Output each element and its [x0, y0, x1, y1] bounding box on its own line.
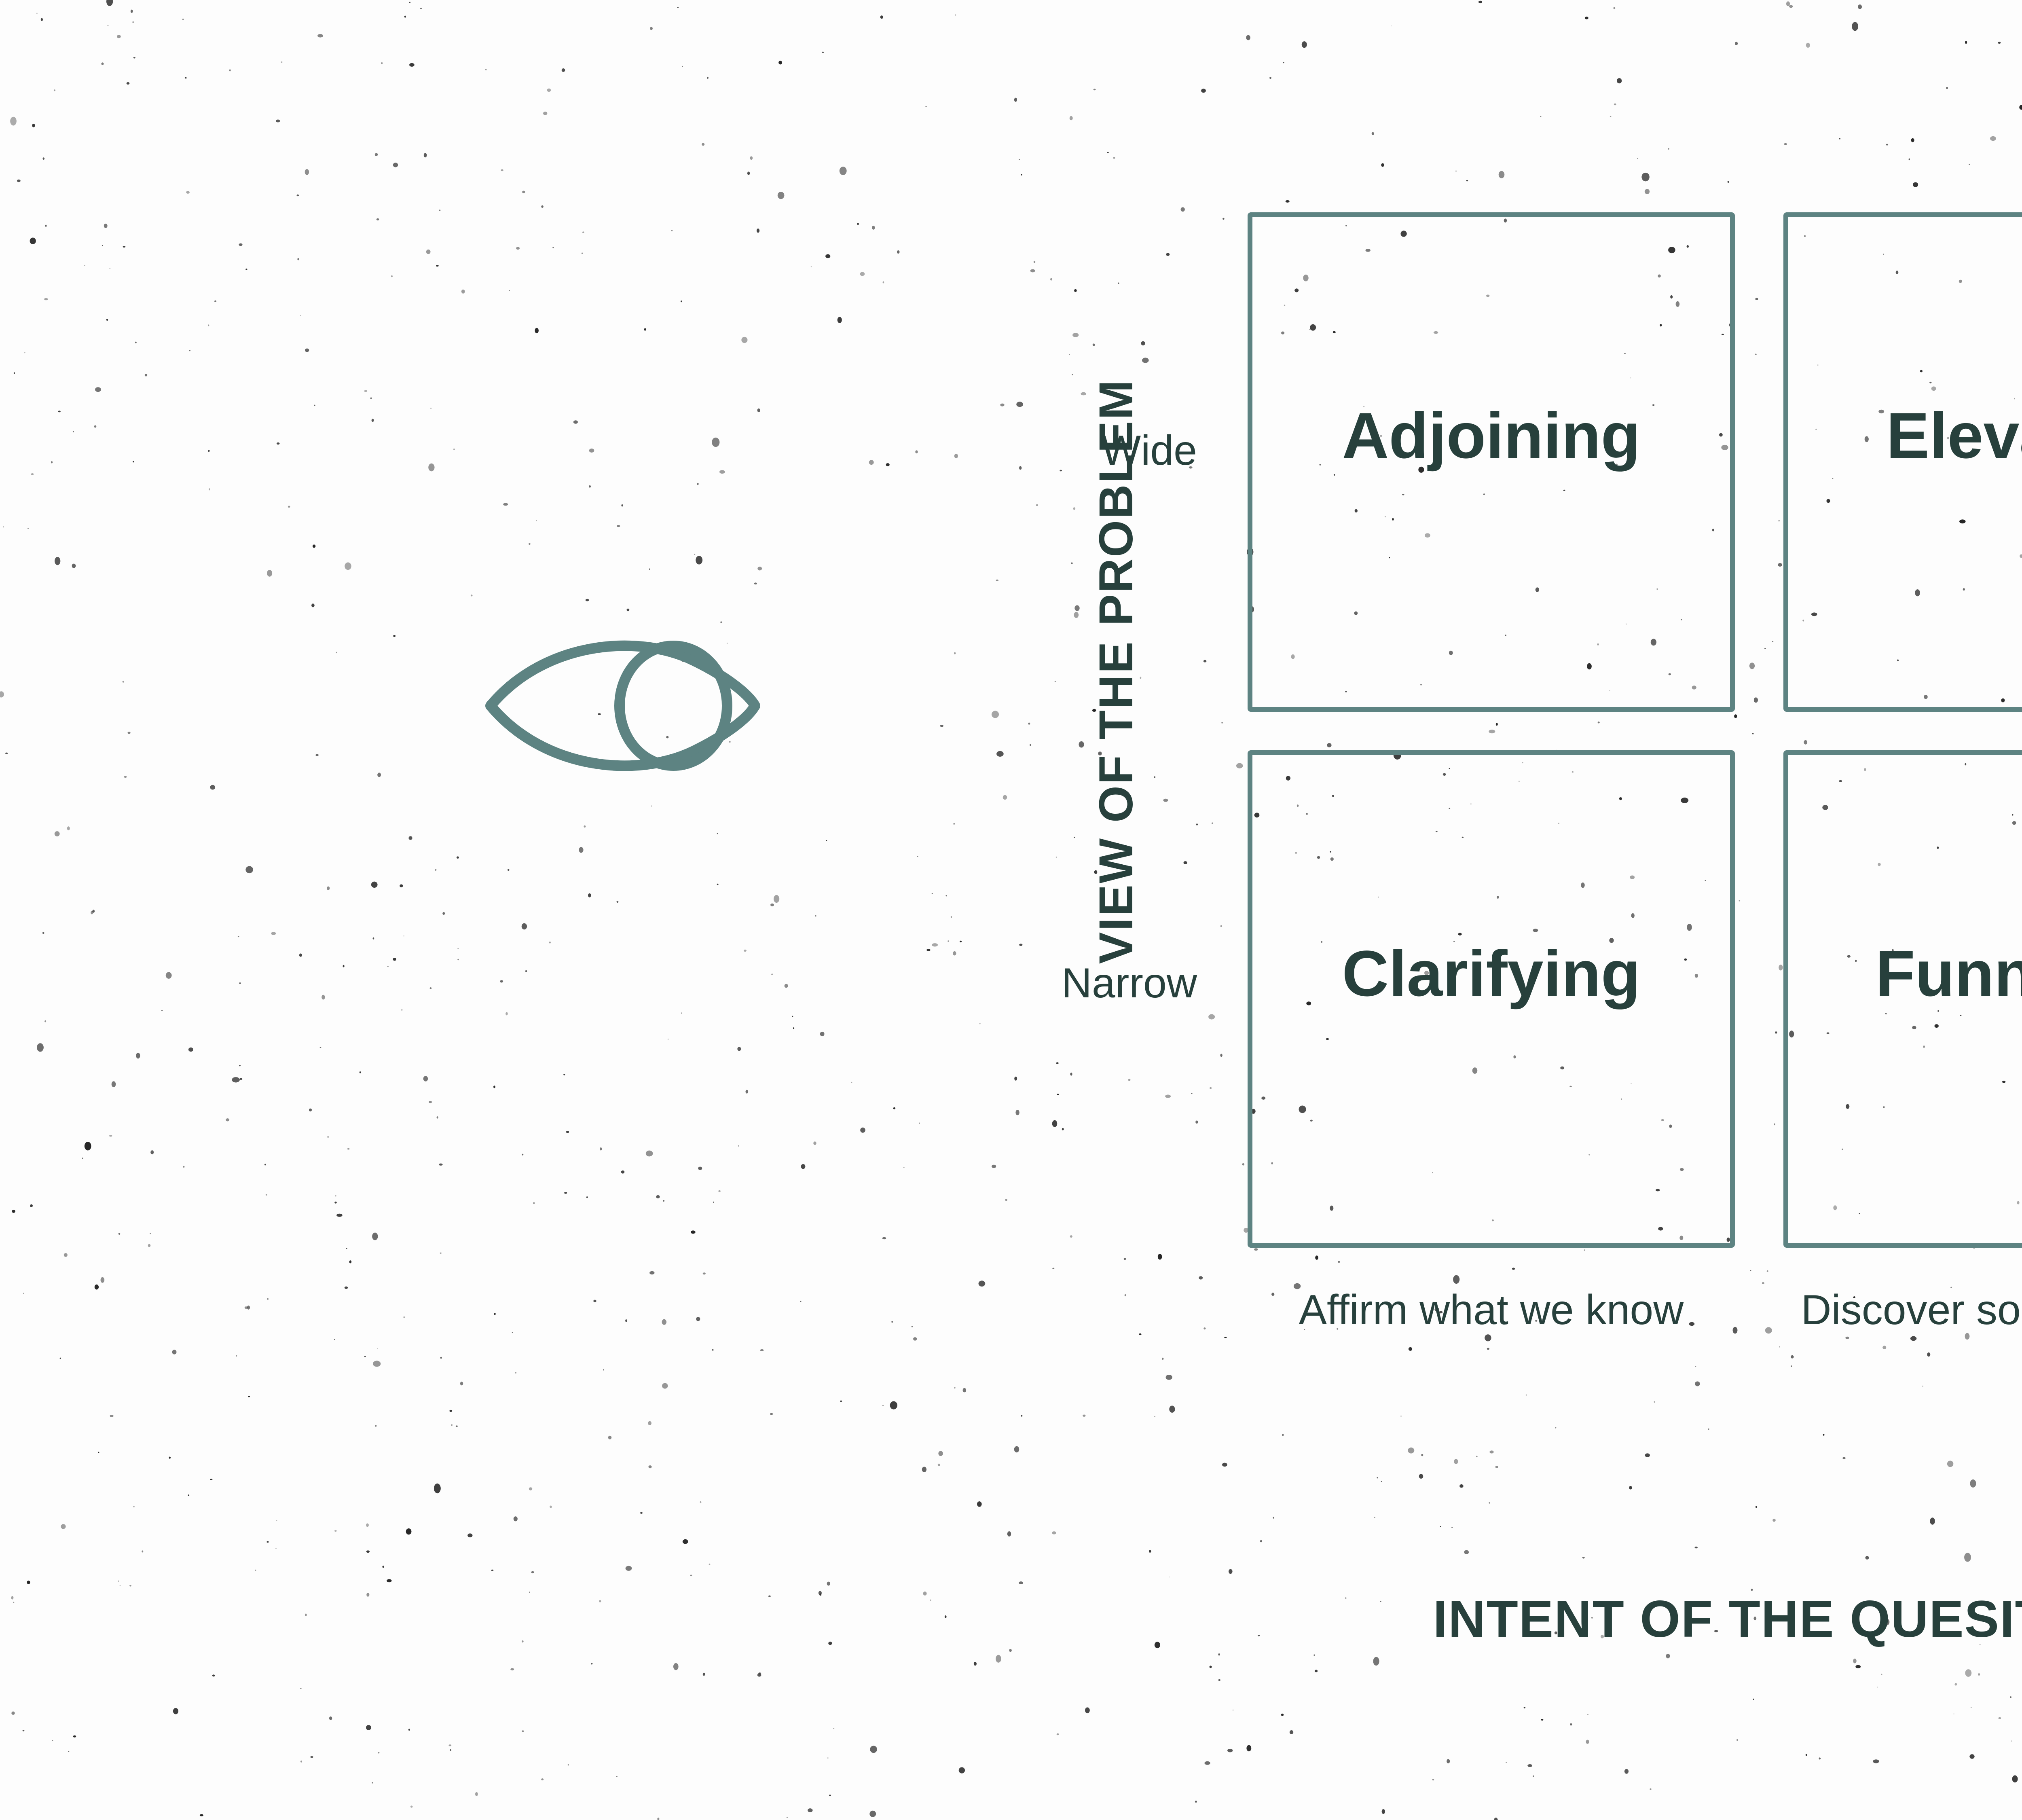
y-tick-narrow: Narrow [1061, 960, 1197, 1007]
quadrant-elevating[interactable]: Elevating [1783, 212, 2022, 712]
eye-icon [485, 640, 760, 771]
x-axis-title: INTENT OF THE QUESITON [1433, 1590, 2022, 1648]
quadrant-clarifying[interactable]: Clarifying [1248, 750, 1735, 1248]
quadrant-elevating-label: Elevating [1886, 399, 2022, 472]
x-tick-discover-something-new: Discover something new [1801, 1287, 2022, 1333]
quadrant-funneling-label: Funneling [1875, 937, 2022, 1009]
quadrant-adjoining-label: Adjoining [1342, 399, 1641, 472]
x-tick-affirm-what-we-know: Affirm what we know [1299, 1287, 1684, 1333]
y-tick-wide: Wide [1101, 427, 1197, 474]
quadrant-adjoining[interactable]: Adjoining [1248, 212, 1735, 712]
quadrant-clarifying-label: Clarifying [1342, 937, 1641, 1009]
quadrant-funneling[interactable]: Funneling [1783, 750, 2022, 1248]
y-axis-title: VIEW OF THE PROBLEM [1076, 267, 1157, 1076]
